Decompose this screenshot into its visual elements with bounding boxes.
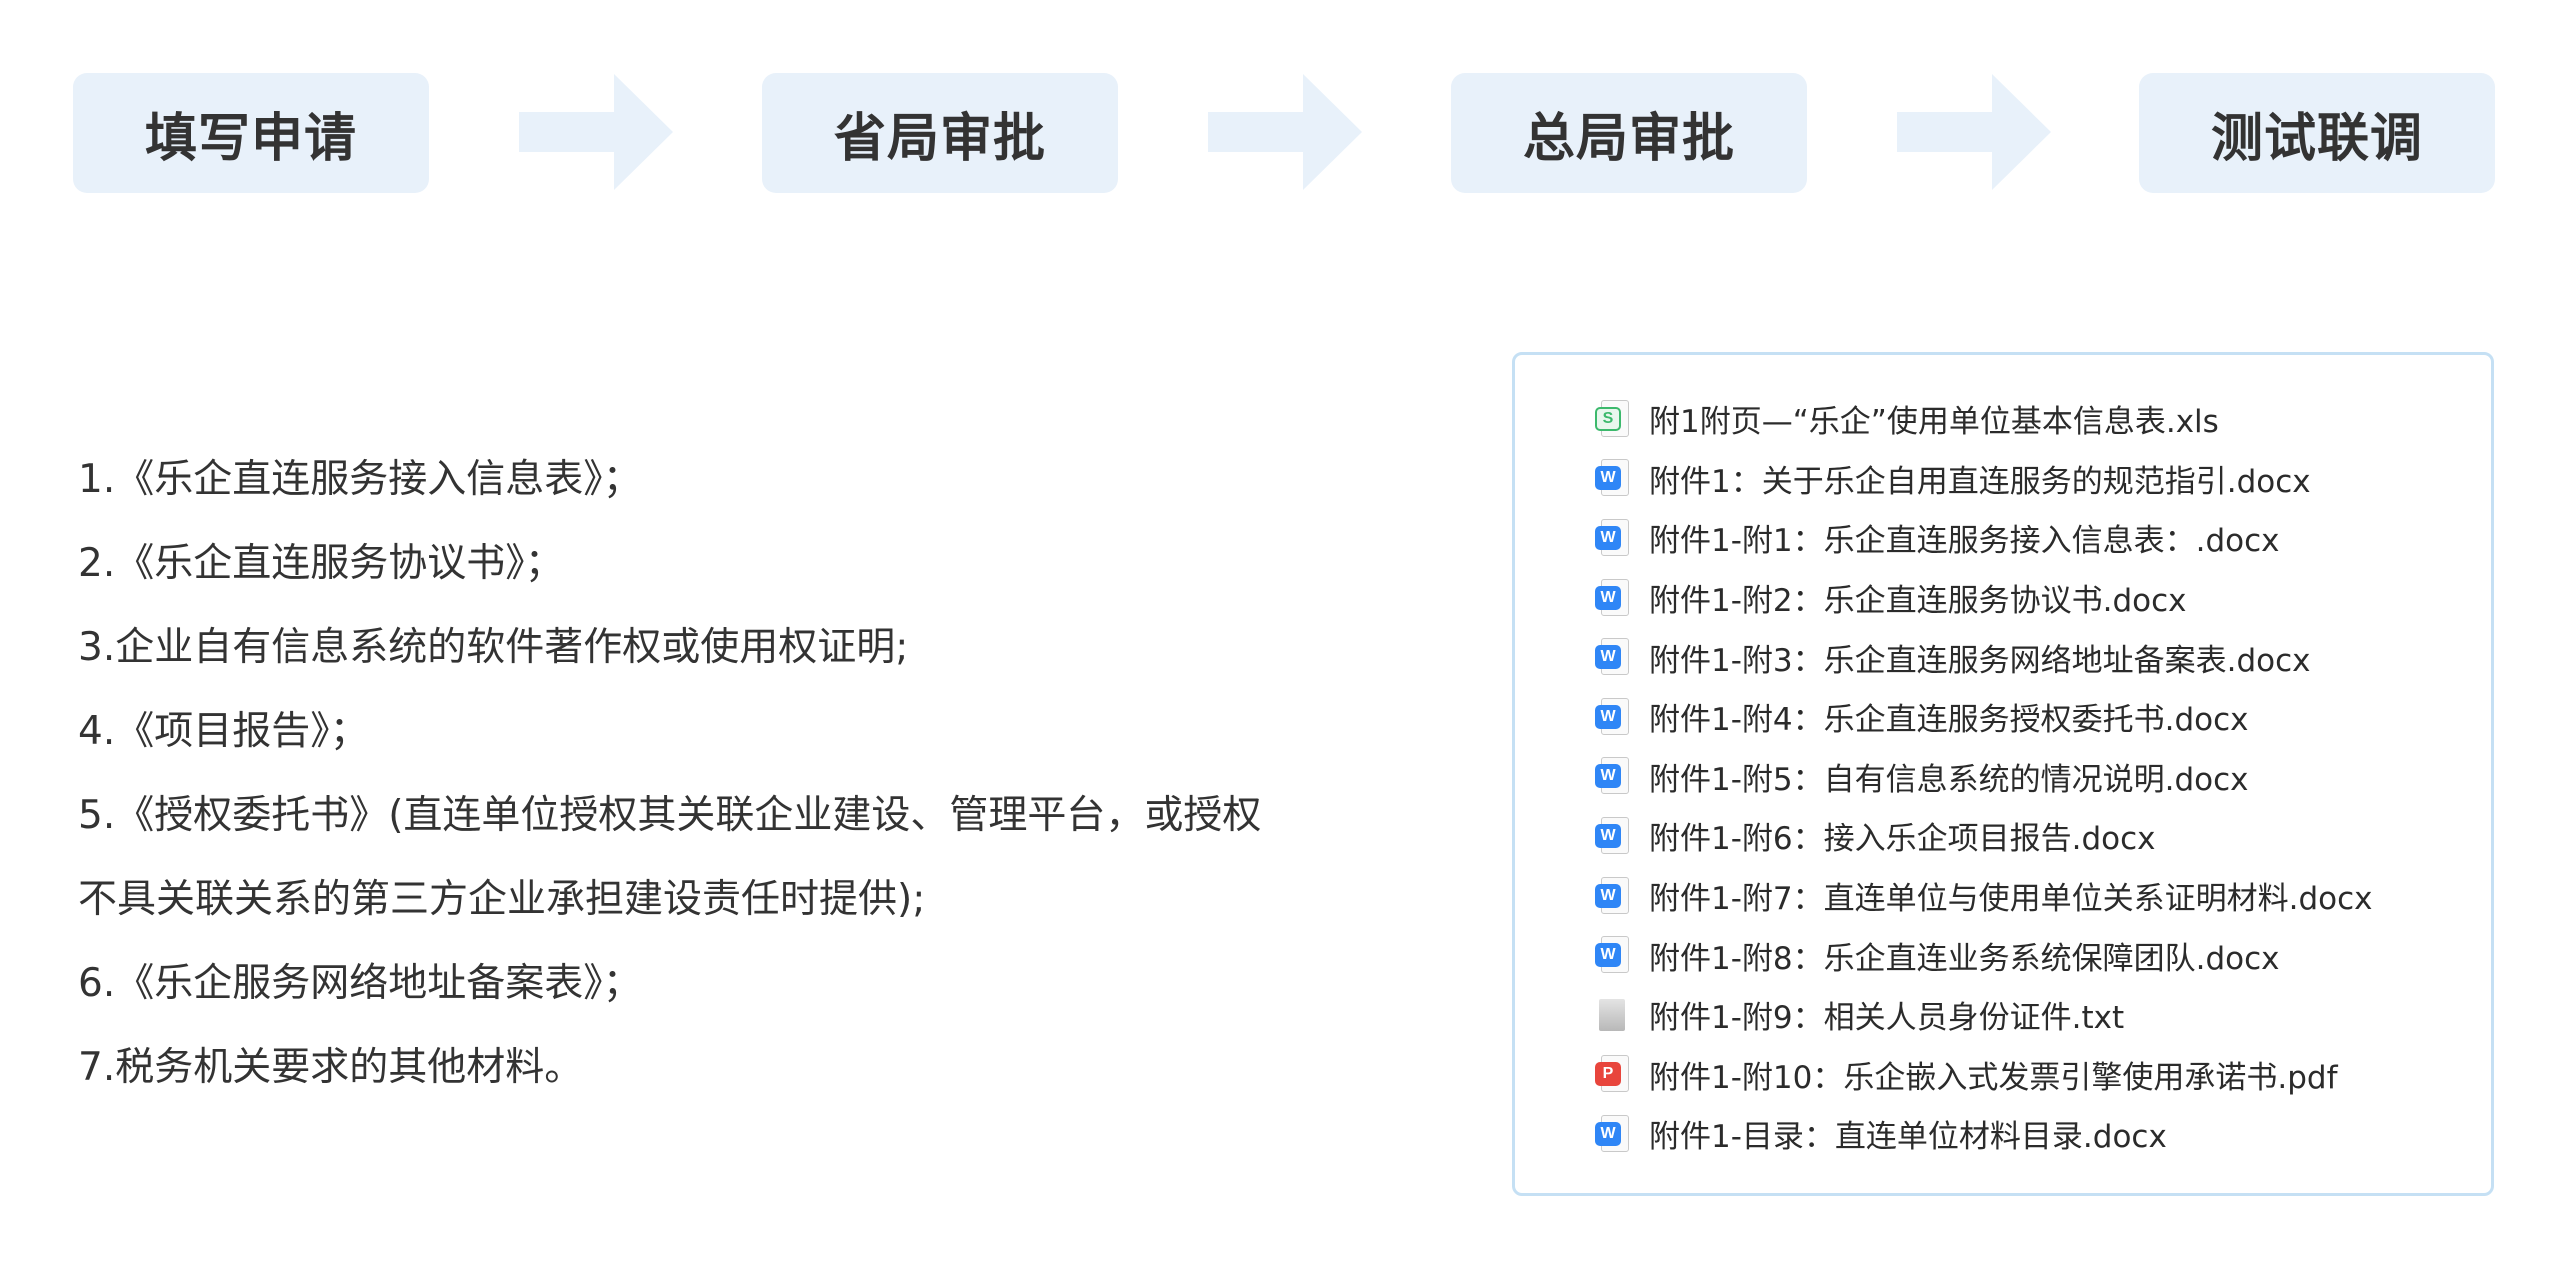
file-name: 附1附页—“乐企”使用单位基本信息表.xls [1649,404,2219,441]
requirement-item: 3.企业自有信息系统的软件著作权或使用权证明; [78,625,909,670]
file-name: 附件1-附4：乐企直连服务授权委托书.docx [1649,702,2249,739]
step-label: 省局审批 [833,108,1046,169]
file-item[interactable]: W 附件1-附8：乐企直连业务系统保障团队.docx [1595,925,2373,985]
word-file-icon: W [1595,637,1633,677]
file-name: 附件1：关于乐企自用直连服务的规范指引.docx [1649,463,2311,500]
file-item[interactable]: S 附1附页—“乐企”使用单位基本信息表.xls [1595,389,2373,449]
file-name: 附件1-目录：直连单位材料目录.docx [1649,1119,2167,1156]
file-name: 附件1-附2：乐企直连服务协议书.docx [1649,583,2187,620]
file-item[interactable]: P 附件1-附10：乐企嵌入式发票引擎使用承诺书.pdf [1595,1045,2373,1105]
text-file-icon [1595,995,1633,1035]
file-item[interactable]: W 附件1-附5：自有信息系统的情况说明.docx [1595,747,2373,807]
file-item[interactable]: W 附件1-附4：乐企直连服务授权委托书.docx [1595,687,2373,747]
word-file-icon: W [1595,876,1633,916]
file-name: 附件1-附1：乐企直连服务接入信息表：.docx [1649,523,2280,560]
file-item[interactable]: W 附件1-附2：乐企直连服务协议书.docx [1595,568,2373,628]
file-name: 附件1-附7：直连单位与使用单位关系证明材料.docx [1649,881,2373,918]
requirement-item: 5.《授权委托书》(直连单位授权其关联企业建设、管理平台，或授权 [78,793,1262,838]
step-label: 填写申请 [144,108,357,169]
arrow-right-icon [1208,74,1362,190]
file-name: 附件1-附3：乐企直连服务网络地址备案表.docx [1649,642,2311,679]
step-fill-application: 填写申请 [73,73,429,193]
spreadsheet-file-icon: S [1595,399,1633,439]
pdf-file-icon: P [1595,1054,1633,1094]
step-label: 总局审批 [1522,108,1735,169]
requirement-item: 7.税务机关要求的其他材料。 [78,1045,584,1090]
file-item[interactable]: W 附件1-附1：乐企直连服务接入信息表：.docx [1595,508,2373,568]
file-item[interactable]: W 附件1：关于乐企自用直连服务的规范指引.docx [1595,449,2373,509]
step-central-approval: 总局审批 [1451,73,1807,193]
step-label: 测试联调 [2210,108,2423,169]
requirement-item: 1.《乐企直连服务接入信息表》； [78,457,642,502]
file-item[interactable]: W 附件1-目录：直连单位材料目录.docx [1595,1104,2373,1164]
step-joint-testing: 测试联调 [2139,73,2495,193]
file-item[interactable]: 附件1-附9：相关人员身份证件.txt [1595,985,2373,1045]
file-item[interactable]: W 附件1-附7：直连单位与使用单位关系证明材料.docx [1595,866,2373,926]
word-file-icon: W [1595,756,1633,796]
requirement-item: 2.《乐企直连服务协议书》； [78,541,564,586]
word-file-icon: W [1595,1114,1633,1154]
word-file-icon: W [1595,697,1633,737]
arrow-right-icon [519,74,673,190]
file-name: 附件1-附9：相关人员身份证件.txt [1649,1000,2125,1037]
requirements-list: 1.《乐企直连服务接入信息表》； 2.《乐企直连服务协议书》； 3.企业自有信息… [78,438,1398,1110]
step-provincial-approval: 省局审批 [762,73,1118,193]
word-file-icon: W [1595,578,1633,618]
file-name: 附件1-附5：自有信息系统的情况说明.docx [1649,761,2249,798]
file-name: 附件1-附6：接入乐企项目报告.docx [1649,821,2156,858]
file-name: 附件1-附8：乐企直连业务系统保障团队.docx [1649,940,2280,977]
arrow-right-icon [1897,74,2051,190]
requirement-item: 6.《乐企服务网络地址备案表》； [78,961,642,1006]
requirement-item: 不具关联关系的第三方企业承担建设责任时提供); [78,877,926,922]
word-file-icon: W [1595,458,1633,498]
file-list: S 附1附页—“乐企”使用单位基本信息表.xls W 附件1：关于乐企自用直连服… [1595,389,2373,1164]
word-file-icon: W [1595,935,1633,975]
word-file-icon: W [1595,816,1633,856]
requirement-item: 4.《项目报告》； [78,709,369,754]
file-item[interactable]: W 附件1-附3：乐企直连服务网络地址备案表.docx [1595,627,2373,687]
word-file-icon: W [1595,518,1633,558]
file-name: 附件1-附10：乐企嵌入式发票引擎使用承诺书.pdf [1649,1059,2338,1096]
file-item[interactable]: W 附件1-附6：接入乐企项目报告.docx [1595,806,2373,866]
attachment-file-panel: S 附1附页—“乐企”使用单位基本信息表.xls W 附件1：关于乐企自用直连服… [1512,352,2494,1196]
